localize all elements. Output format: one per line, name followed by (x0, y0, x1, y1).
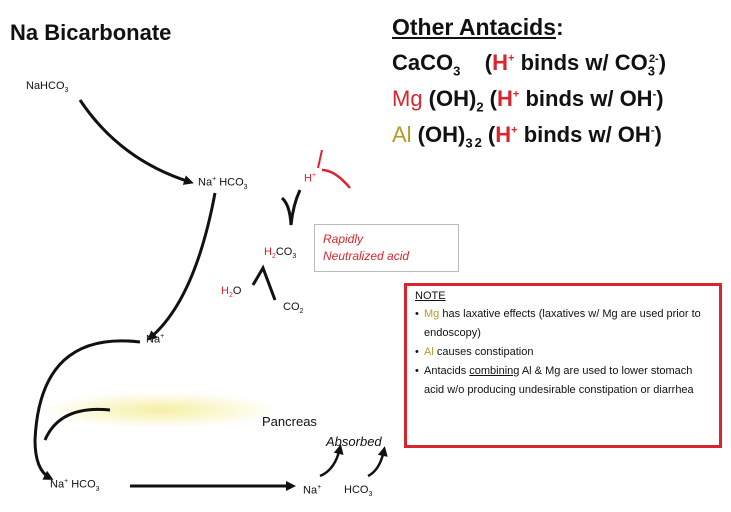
pancreas-shape (40, 392, 280, 428)
note-item-combo: Antacids combining Al & Mg are used to l… (415, 362, 711, 400)
note-item-al: Al causes constipation (415, 343, 711, 362)
label-nahco3: NaHCO3 (26, 80, 69, 95)
note-list: Mg has laxative effects (laxatives w/ Mg… (415, 305, 711, 400)
split-junction (251, 264, 277, 301)
h-plus-tick (317, 149, 323, 169)
label-na-hco3-top: Na+ HCO3 (198, 176, 248, 191)
other-antacids-heading: Other Antacids: (392, 14, 564, 40)
h-plus-arrow (321, 168, 351, 189)
label-h2co3: H2CO3 (264, 246, 297, 261)
note-item-mg: Mg has laxative effects (laxatives w/ Mg… (415, 305, 711, 343)
arrow-na-down (146, 192, 217, 341)
rapidly-neutralized-box: Rapidly Neutralized acid (314, 224, 459, 272)
page-title: Na Bicarbonate (10, 20, 172, 45)
label-h-plus: H+ (304, 172, 317, 185)
rapid-line-2: Neutralized acid (323, 249, 410, 263)
label-h2o: H2O (221, 285, 242, 300)
arrow-pancreas (43, 407, 111, 441)
absorbed-arrow-2 (367, 446, 388, 478)
note-box: NOTE Mg has laxative effects (laxatives … (404, 283, 722, 448)
rapid-line-1: Rapidly (323, 232, 364, 246)
label-pancreas: Pancreas (262, 414, 317, 429)
absorbed-arrow-1 (319, 444, 344, 478)
caco3-line: CaCO3 (H+ binds w/ CO32-) (392, 50, 667, 79)
label-co2: CO2 (283, 301, 304, 316)
label-hco3-bottom-right: HCO3 (344, 484, 373, 499)
label-na-hco3-bottom-left: Na+ HCO3 (50, 478, 100, 493)
arrow-ingest (78, 99, 194, 185)
mgoh-line: Mg (OH)2 (H+ binds w/ OH-) (392, 86, 664, 115)
y-junction (280, 189, 302, 226)
label-na-mid: Na+ (146, 333, 165, 346)
arrow-na-loop (33, 339, 141, 480)
note-title: NOTE (415, 290, 446, 302)
label-na-bottom-right: Na+ (303, 484, 322, 497)
label-absorbed: Absorbed (326, 434, 382, 449)
